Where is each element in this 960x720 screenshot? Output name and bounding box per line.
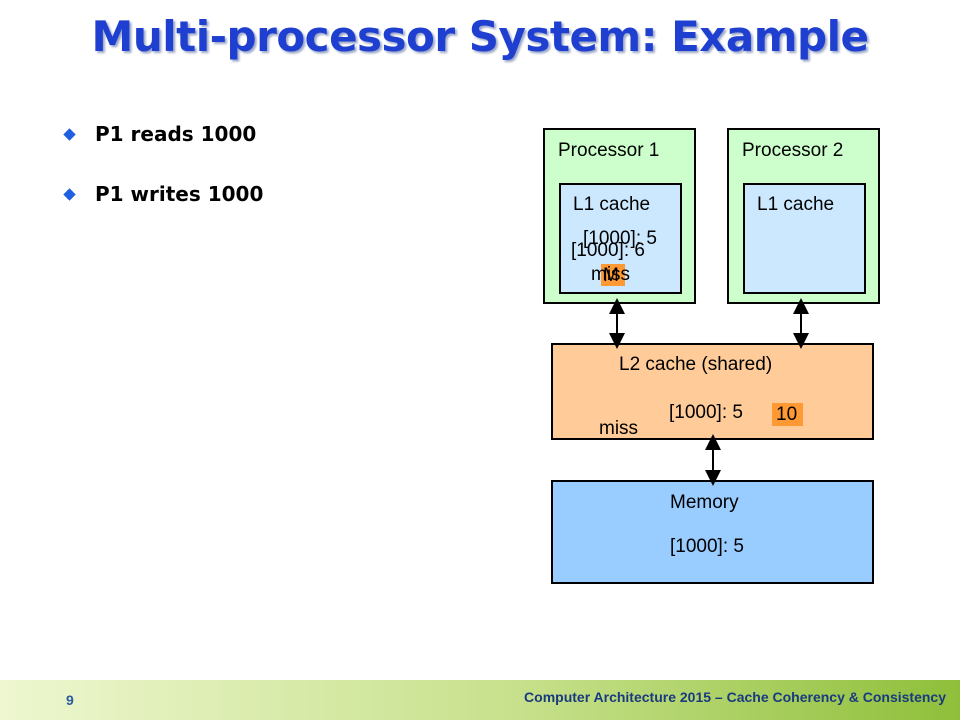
new-value-highlight [772,403,803,426]
l2-miss-label: miss [599,418,639,439]
memory-entry: [1000]: 5 [670,536,744,557]
memory-box: Memory [1000]: 5 [551,480,874,584]
bullet-text: P1 writes 1000 [95,182,264,206]
l1-miss-label: miss [591,264,631,285]
l1-cache-label: L1 cache [757,194,835,215]
footer-text: Computer Architecture 2015 – Cache Coher… [524,689,946,705]
processor-1-l1-cache: L1 cache [1000]: 6 [1000]: 5 miss M [559,183,682,294]
memory-label: Memory [670,492,739,513]
l2-cache-label: L2 cache (shared) [619,354,773,375]
slide-title: Multi-processor System: Example [91,12,869,61]
l2-cache-box: L2 cache (shared) [1000]: 5 10 miss [551,343,874,440]
footer-bar: 9 Computer Architecture 2015 – Cache Coh… [0,680,960,720]
bullet-text: P1 reads 1000 [95,122,257,146]
l1-state-label: M [603,265,619,286]
processor-1-box: Processor 1 L1 cache [1000]: 6 [1000]: 5… [543,128,696,304]
processor-1-label: Processor 1 [558,140,660,161]
state-highlight [601,264,625,286]
bullet-item: P1 writes 1000 [63,182,264,206]
l1-entry-old: [1000]: 5 [583,228,657,249]
l1-entry-new: [1000]: 6 [571,240,645,261]
processor-2-box: Processor 2 L1 cache [727,128,880,304]
page-number: 9 [66,692,74,708]
bullet-item: P1 reads 1000 [63,122,257,146]
l2-new-value: 10 [776,404,798,425]
processor-2-label: Processor 2 [742,140,844,161]
l2-entry: [1000]: 5 [669,402,743,423]
l1-cache-label: L1 cache [573,194,651,215]
processor-2-l1-cache: L1 cache [743,183,866,294]
